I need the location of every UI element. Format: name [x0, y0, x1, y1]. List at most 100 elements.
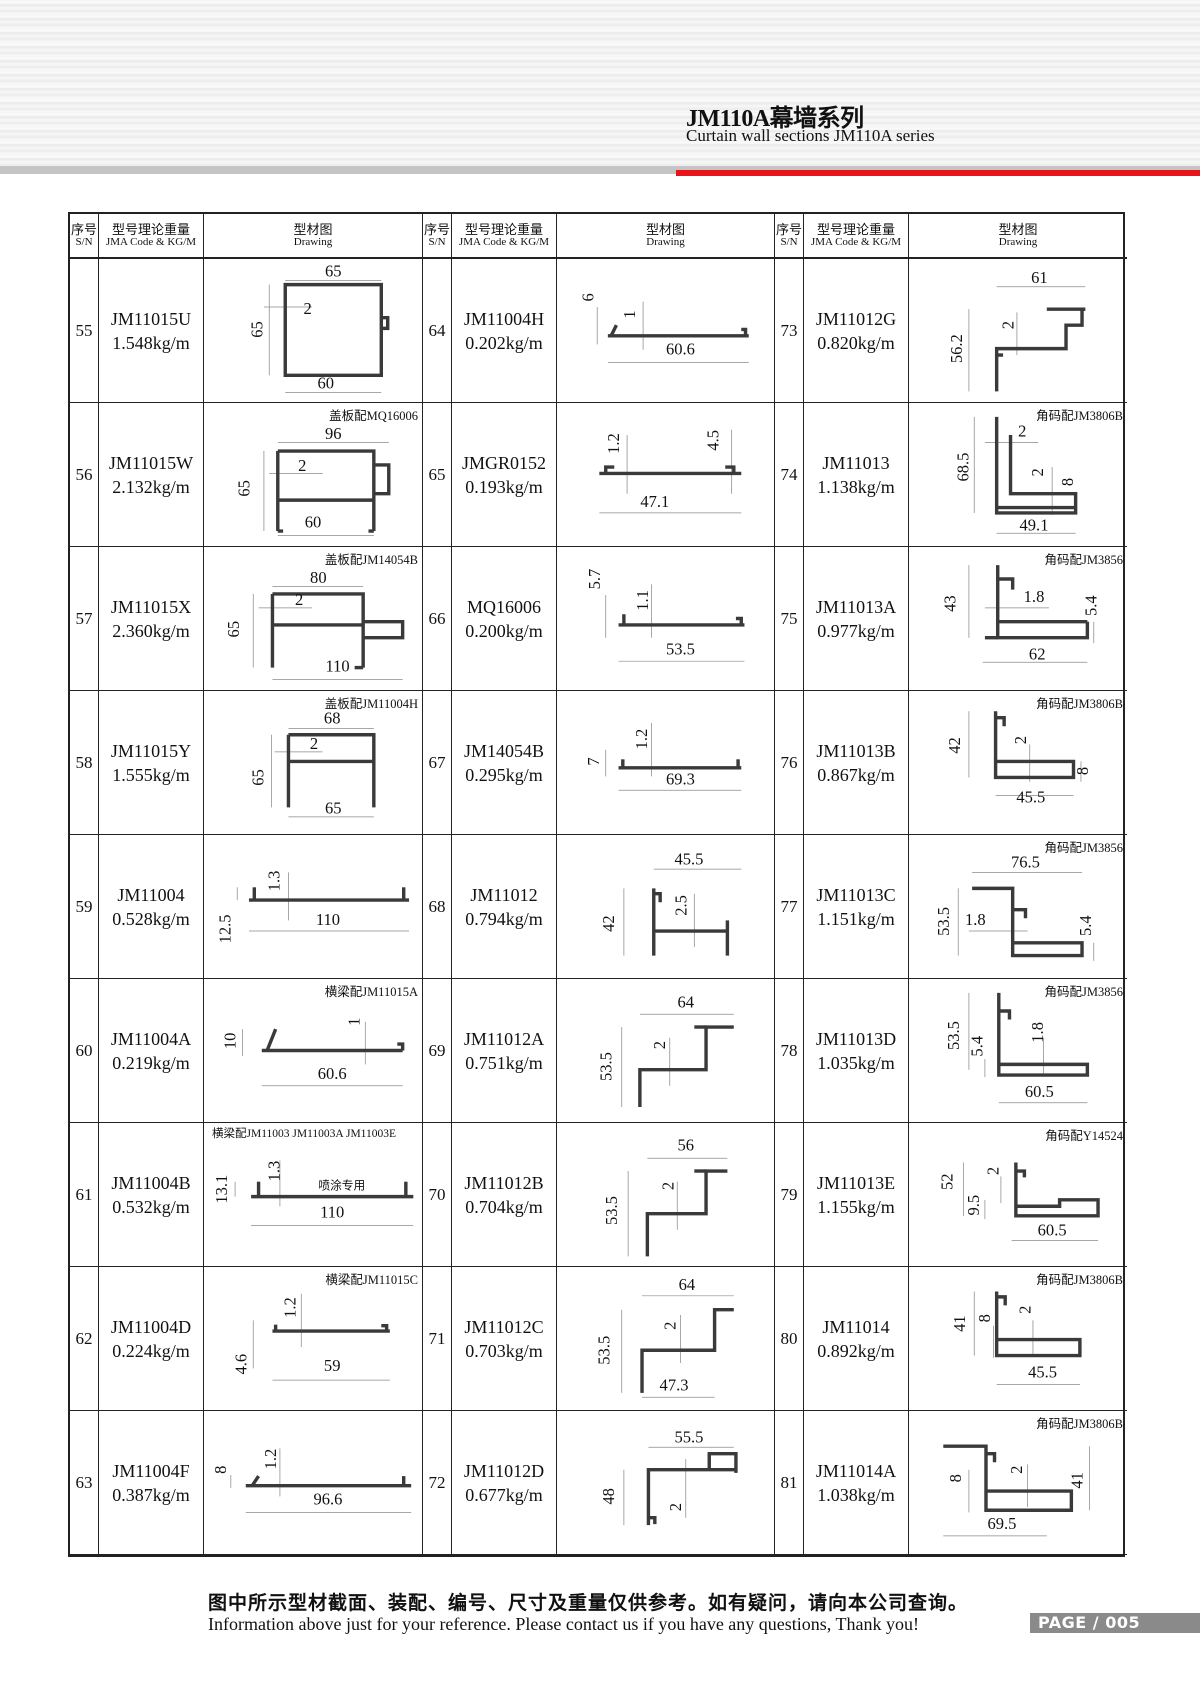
item-code: JM11013B — [816, 740, 896, 761]
profile-outline — [994, 1291, 1082, 1358]
item-sn: 65 — [423, 403, 452, 547]
header-accent-bar — [676, 170, 1200, 176]
item-weight: 0.528kg/m — [112, 908, 190, 929]
dimension-label: 1.2 — [604, 433, 623, 454]
item-code: MQ16006 — [466, 596, 541, 617]
item-weight: 2.360kg/m — [112, 620, 190, 641]
header-drawing-en: Drawing — [998, 235, 1038, 248]
dimension-label: 49.1 — [1020, 516, 1049, 535]
dimension-label: 53.5 — [666, 639, 695, 658]
item-assembly-note: 横梁配JM11003 JM11003A JM11003E — [212, 1128, 397, 1140]
footer-disclaimer-en: Information above just for your referenc… — [208, 1614, 919, 1634]
profile-outline — [640, 1307, 734, 1393]
dimension-label: 5.7 — [585, 569, 604, 590]
dimension-label: 1.2 — [261, 1449, 280, 1470]
profile-outline — [997, 992, 1090, 1077]
dimension-label: 1 — [344, 1018, 363, 1026]
item-weight: 0.532kg/m — [112, 1196, 190, 1217]
profile-outline — [725, 465, 736, 474]
header-code-cn: 型号理论重量 — [111, 221, 190, 237]
profile-section-drawing: 71.269.3 — [584, 723, 742, 791]
profile-outline — [996, 1295, 1007, 1306]
profile-outline — [707, 1451, 738, 1473]
dimension-label: 4.5 — [703, 430, 722, 451]
dimension-label: 4.6 — [231, 1354, 250, 1375]
profile-outline — [609, 324, 618, 337]
dimension-label: 61 — [1031, 268, 1048, 287]
item-weight: 2.132kg/m — [112, 476, 190, 497]
dimension-label: 1.2 — [280, 1297, 299, 1318]
item-weight: 0.703kg/m — [465, 1340, 543, 1361]
profile-outline — [741, 327, 748, 336]
dimension-label: 2 — [295, 590, 303, 609]
item-weight: 0.751kg/m — [465, 1052, 543, 1073]
item-code: JMGR0152 — [461, 452, 546, 473]
item-code: JM11014 — [822, 1316, 890, 1337]
profile-outline — [997, 577, 1015, 590]
profile-outline — [397, 1042, 405, 1051]
profile-outline — [381, 315, 390, 331]
dimension-label: 80 — [310, 568, 327, 587]
profile-outline — [250, 1475, 260, 1487]
dimension-label: 7 — [584, 757, 603, 765]
item-weight: 1.548kg/m — [112, 332, 190, 353]
dimension-label: 60.6 — [666, 340, 695, 359]
item-weight: 0.794kg/m — [465, 908, 543, 929]
dimension-label: 2 — [666, 1503, 685, 1511]
dimension-label: 2 — [1018, 422, 1026, 441]
item-assembly-note: 角码配JM3856 — [1044, 841, 1123, 855]
dimension-label: 60.5 — [1038, 1221, 1067, 1240]
item-code: JM11014A — [815, 1460, 897, 1481]
header-drawing-cn: 型材图 — [645, 221, 685, 237]
dimension-label: 65 — [248, 769, 267, 786]
profile-outline — [993, 711, 1076, 780]
header-code-en: JMA Code & KG/M — [458, 235, 550, 248]
item-code: JM11015W — [108, 452, 194, 473]
dimension-label: 64 — [679, 1275, 696, 1294]
item-sn: 81 — [775, 1411, 804, 1555]
item-weight: 0.977kg/m — [817, 620, 895, 641]
header-drawing-cn: 型材图 — [293, 221, 333, 237]
item-code: JM14054B — [463, 740, 544, 761]
item-weight: 0.820kg/m — [817, 332, 895, 353]
header-drawing-en: Drawing — [293, 235, 333, 248]
item-code: JM11012D — [463, 1460, 545, 1481]
profile-outline — [381, 1323, 389, 1332]
item-sn: 62 — [70, 1267, 99, 1411]
header-sn-cn: 序号 — [775, 221, 802, 237]
dimension-label: 喷涂专用 — [318, 1179, 365, 1193]
item-code-weight: JM11015W 2.132kg/m — [99, 403, 204, 547]
item-assembly-note: 角码配Y14524 — [1045, 1129, 1123, 1143]
dimension-label: 2 — [659, 1182, 678, 1190]
item-sn: 68 — [423, 835, 452, 979]
item-code: JM11015Y — [110, 740, 192, 761]
dimension-label: 110 — [325, 656, 349, 675]
item-code: JM11013A — [815, 596, 897, 617]
item-code: JM11012G — [815, 308, 897, 329]
dimension-label: 60.6 — [318, 1064, 347, 1083]
